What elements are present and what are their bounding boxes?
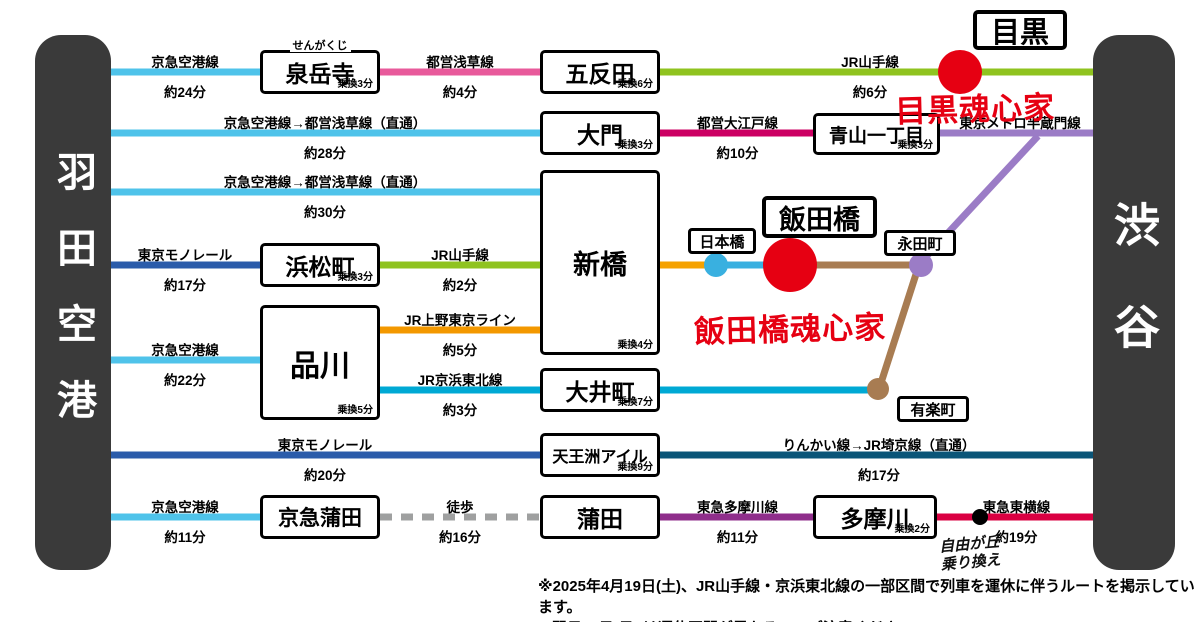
station-tennozu-isle: 天王洲アイル 乗換9分 [540,433,660,477]
line-name-keikyu-kamata: 京急空港線 [151,500,219,515]
station-label: 大門 [577,122,623,148]
line-time-keikyu-sengakuji: 約24分 [163,85,207,100]
line-name-keihin-tohoku: JR京浜東北線 [417,373,503,388]
line-name-yamanote-shimbashi: JR山手線 [431,248,489,263]
line-time-direct-daimon: 約28分 [303,146,347,161]
station-label: 天王洲アイル [552,449,648,466]
terminal-shibuya: 渋谷 [1093,35,1175,570]
line-name-oedo: 都営大江戸線 [697,116,778,131]
station-label: 大井町 [565,379,635,405]
station-sengakuji: 泉岳寺 乗換3分 [260,50,380,94]
station-tag-yurakucho: 有楽町 [897,396,969,422]
footer-notice: ※2025年4月19日(土)、JR山手線・京浜東北線の一部区間で列車を運休に伴う… [538,576,1200,622]
line-name-walk: 徒歩 [446,500,474,515]
station-label: 青山一丁目 [828,125,924,147]
transfer-note: 乗換7分 [617,397,653,408]
line-name-monorail-tennozu: 東京モノレール [277,438,373,453]
station-shinagawa: 品川 乗換5分 [260,305,380,420]
line-name-toyoko: 東急東横線 [982,500,1051,515]
transfer-note: 乗換6分 [617,79,653,90]
station-label: 目黒 [990,17,1049,49]
station-label: 泉岳寺 [285,61,355,87]
line-time-monorail-tennozu: 約20分 [303,468,347,483]
meguro-shop-marker [938,50,982,94]
footer-notice-line1: ※2025年4月19日(土)、JR山手線・京浜東北線の一部区間で列車を運休に伴う… [538,578,1195,616]
station-label: 日本橋 [699,233,745,251]
transfer-note: 乗換3分 [617,140,653,151]
line-name-direct-shimbashi: 京急空港線→都営浅草線（直通） [223,175,427,190]
line-name-yamanote-meguro: JR山手線 [841,55,899,70]
ruby-text: せんがくじ [289,40,351,52]
line-name-keikyu-shinagawa: 京急空港線 [151,343,219,358]
line-time-yamanote-meguro: 約6分 [852,85,888,100]
station-label: 多摩川 [840,506,910,532]
handwritten-note-jiyugaoka: 自由が丘 乗り換え [939,533,1002,574]
line-time-yamanote-shimbashi: 約2分 [442,278,478,293]
line-time-oedo: 約10分 [716,146,759,161]
line-name-rinkai: りんかい線→JR埼京線（直通） [782,438,976,453]
shop-name-meguro-konshinya: 目黒魂心家 [894,89,1056,130]
nihombashi-marker [704,253,728,277]
transfer-note: 乗換3分 [337,272,373,283]
station-highlight-meguro: 目黒 [973,10,1067,50]
line-time-asakusa: 約4分 [442,85,478,100]
line-time-ueno-tokyo: 約5分 [442,343,478,358]
line-name-monorail-hamamatsucho: 東京モノレール [137,248,233,263]
transfer-note: 乗換4分 [617,340,653,351]
station-highlight-iidabashi: 飯田橋 [762,196,877,238]
line-time-keikyu-shinagawa: 約22分 [163,373,207,388]
station-label: 有楽町 [910,401,956,419]
station-label: 蒲田 [577,506,623,532]
terminal-label: 羽田空港 [51,150,95,455]
transfer-note: 乗換9分 [617,462,653,473]
station-label: 新橋 [573,250,627,280]
iidabashi-shop-marker [763,238,817,292]
station-hamamatsucho: 浜松町 乗換3分 [260,243,380,287]
nagatacho-marker [909,253,933,277]
line-time-direct-shimbashi: 約30分 [303,205,347,220]
station-daimon: 大門 乗換3分 [540,111,660,155]
station-aoyama-itchome: 青山一丁目 乗換3分 [813,113,940,155]
line-time-keihin-tohoku: 約3分 [442,403,478,418]
terminal-label: 渋谷 [1108,200,1160,405]
station-tamagawa: 多摩川 乗換2分 [813,495,937,539]
line-time-monorail-hamamatsucho: 約17分 [163,278,207,293]
station-gotanda: 五反田 乗換6分 [540,50,660,94]
station-tag-nihombashi: 日本橋 [688,228,756,254]
station-ruby-sengakuji: せんがくじ [260,36,380,54]
station-label: 五反田 [565,61,635,87]
line-time-toyoko: 約19分 [995,530,1038,545]
transfer-note: 乗換3分 [337,79,373,90]
station-oimachi: 大井町 乗換7分 [540,368,660,412]
station-label: 京急蒲田 [278,507,362,530]
station-kamata: 蒲田 [540,495,660,539]
line-name-hanzomon: 東京メトロ半蔵門線 [959,116,1081,131]
jiyugaoka-marker [972,509,988,525]
terminal-haneda-airport: 羽田空港 [35,35,111,570]
line-time-keikyu-kamata: 約11分 [164,530,206,545]
line-name-keikyu-sengakuji: 京急空港線 [151,55,219,70]
line-time-rinkai: 約17分 [857,468,901,483]
station-tag-nagatacho: 永田町 [884,230,956,256]
station-label: 飯田橋 [779,204,860,235]
station-label: 永田町 [897,235,943,253]
line-time-tamagawa: 約11分 [716,530,759,545]
footer-notice-line2: 翌日20日(日) は運休区間が異なるのでご注意ください。 [552,618,1200,622]
station-keikyu-kamata: 京急蒲田 [260,495,380,539]
transfer-note: 乗換5分 [337,405,373,416]
line-name-asakusa: 都営浅草線 [426,55,494,70]
transfer-note: 乗換3分 [897,140,933,151]
line-time-walk: 約16分 [438,530,482,545]
line-name-ueno-tokyo: JR上野東京ライン [404,313,516,328]
line-name-direct-daimon: 京急空港線→都営浅草線（直通） [223,116,427,131]
shop-name-iidabashi-konshinya: 飯田橋魂心家 [693,309,887,350]
station-shimbashi: 新橋 乗換4分 [540,170,660,355]
line-yurakucho-branch [876,266,922,388]
yurakucho-marker [867,378,889,400]
transfer-note: 乗換2分 [894,524,930,535]
station-label: 浜松町 [285,254,355,280]
line-name-tamagawa: 東急多摩川線 [697,500,778,515]
station-label: 品川 [290,349,350,383]
